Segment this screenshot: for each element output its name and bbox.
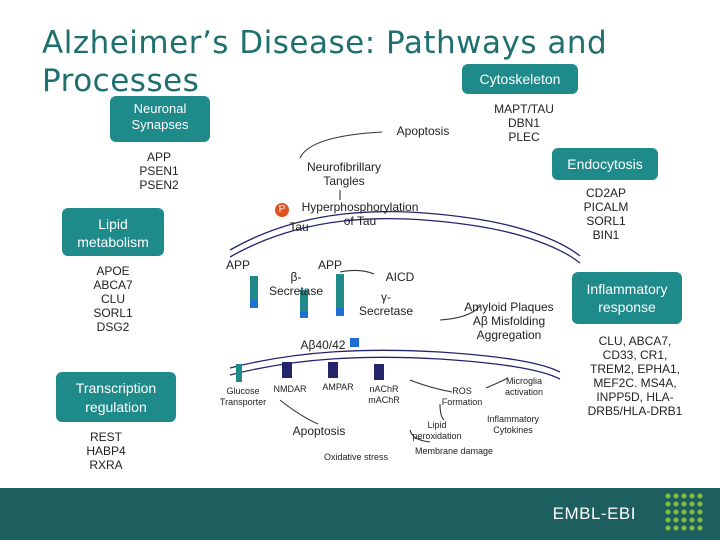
endocytosis-box: Endocytosis <box>552 148 658 180</box>
gamma-secretase-label: γ- Secretase <box>358 290 414 318</box>
ampar-label: AMPAR <box>322 382 354 392</box>
nmdar-label: NMDAR <box>273 384 307 394</box>
inflammatory-response-box: Inflammatory response <box>572 272 682 324</box>
gamma-secretase-bar <box>336 274 344 314</box>
inflammatory-response-label: Inflammatory response <box>586 281 668 315</box>
app-bar-left-blue <box>250 300 258 308</box>
arrow-amyloid <box>439 305 481 321</box>
abeta-label: Aβ40/42 <box>300 338 346 352</box>
app-mid-label: APP <box>317 258 342 272</box>
lipid-metabolism-box: Lipid metabolism <box>62 208 164 256</box>
arrow-microglia <box>485 377 509 389</box>
membrane-line-top-2 <box>229 217 581 264</box>
endocytosis-gene-list: CD2AP PICALM SORL1 BIN1 <box>583 186 629 242</box>
ampar-shape <box>328 362 338 378</box>
tau-label: Tau <box>289 220 309 234</box>
lipid-peroxidation-label: Lipid peroxidation <box>412 420 462 441</box>
oxidative-stress-label: Oxidative stress <box>323 452 389 462</box>
gamma-blue <box>336 308 344 316</box>
cytoskeleton-box: Cytoskeleton <box>462 64 578 94</box>
transcription-regulation-box: Transcription regulation <box>56 372 176 422</box>
arrow-apoptosis <box>299 131 383 159</box>
membrane-damage-label: Membrane damage <box>414 446 494 456</box>
beta-blue <box>300 312 308 318</box>
lipid-gene-list: APOE ABCA7 CLU SORL1 DSG2 <box>93 264 133 334</box>
arrow-membrane <box>409 429 431 443</box>
cytoskeleton-gene-list: MAPT/TAU DBN1 PLEC <box>494 102 554 144</box>
beta-secretase-bar <box>300 290 308 316</box>
membrane-line-top-1 <box>229 210 581 257</box>
amyloid-plaques-label: Amyloid Plaques Aβ Misfolding Aggregatio… <box>464 300 554 342</box>
app-left-label: APP <box>225 258 250 272</box>
ros-formation-label: ROS Formation <box>441 386 483 407</box>
dot-logo-icon <box>665 493 703 531</box>
membrane-line-bottom-1 <box>229 349 561 373</box>
nachr-label: nAChR mAChR <box>368 384 400 405</box>
lipid-metabolism-label: Lipid metabolism <box>77 216 149 250</box>
glucose-transporter-shape <box>236 364 242 382</box>
neurofibrillary-tangles-label: Neurofibrillary Tangles <box>306 160 382 188</box>
aicd-label: AICD <box>385 270 415 284</box>
arrow-ros <box>409 379 453 393</box>
inflammatory-gene-list: CLU, ABCA7, CD33, CR1, TREM2, EPHA1, MEF… <box>587 334 683 418</box>
apoptosis-top-label: Apoptosis <box>396 124 450 138</box>
synapses-gene-list: APP PSEN1 PSEN2 <box>139 150 179 192</box>
microglia-activation-label: Microglia activation <box>504 376 544 397</box>
abeta-square <box>350 338 359 347</box>
footer-bar <box>0 488 720 540</box>
brand-label: EMBL-EBI <box>552 504 636 523</box>
slide-title: Alzheimer’s Disease: Pathways and Proces… <box>42 25 608 99</box>
endocytosis-label: Endocytosis <box>567 156 643 172</box>
inflammatory-cytokines-label: Inflammatory Cytokines <box>486 414 539 435</box>
neuronal-synapses-label: Neuronal Synapses <box>131 101 189 132</box>
glucose-transporter-label: Glucose Transporter <box>219 386 267 407</box>
phosphate-circle <box>275 203 289 217</box>
nmdar-shape <box>282 362 292 378</box>
transcription-gene-list: REST HABP4 RXRA <box>86 430 126 472</box>
apoptosis-bottom-label: Apoptosis <box>292 424 346 438</box>
nachr-shape <box>374 364 384 380</box>
cytoskeleton-label: Cytoskeleton <box>479 71 561 87</box>
arrow-aicd <box>339 269 375 275</box>
app-bar-left <box>250 276 258 306</box>
phosphate-label: P <box>278 204 286 215</box>
transcription-regulation-label: Transcription regulation <box>75 380 157 415</box>
neuronal-synapses-box: Neuronal Synapses <box>110 96 210 142</box>
hyperphosphorylation-label: Hyperphosphorylation of Tau <box>301 200 419 228</box>
arrow-lipid <box>439 403 445 421</box>
beta-secretase-label: β- Secretase <box>268 270 324 298</box>
arrow-receptor-apoptosis <box>279 399 319 425</box>
